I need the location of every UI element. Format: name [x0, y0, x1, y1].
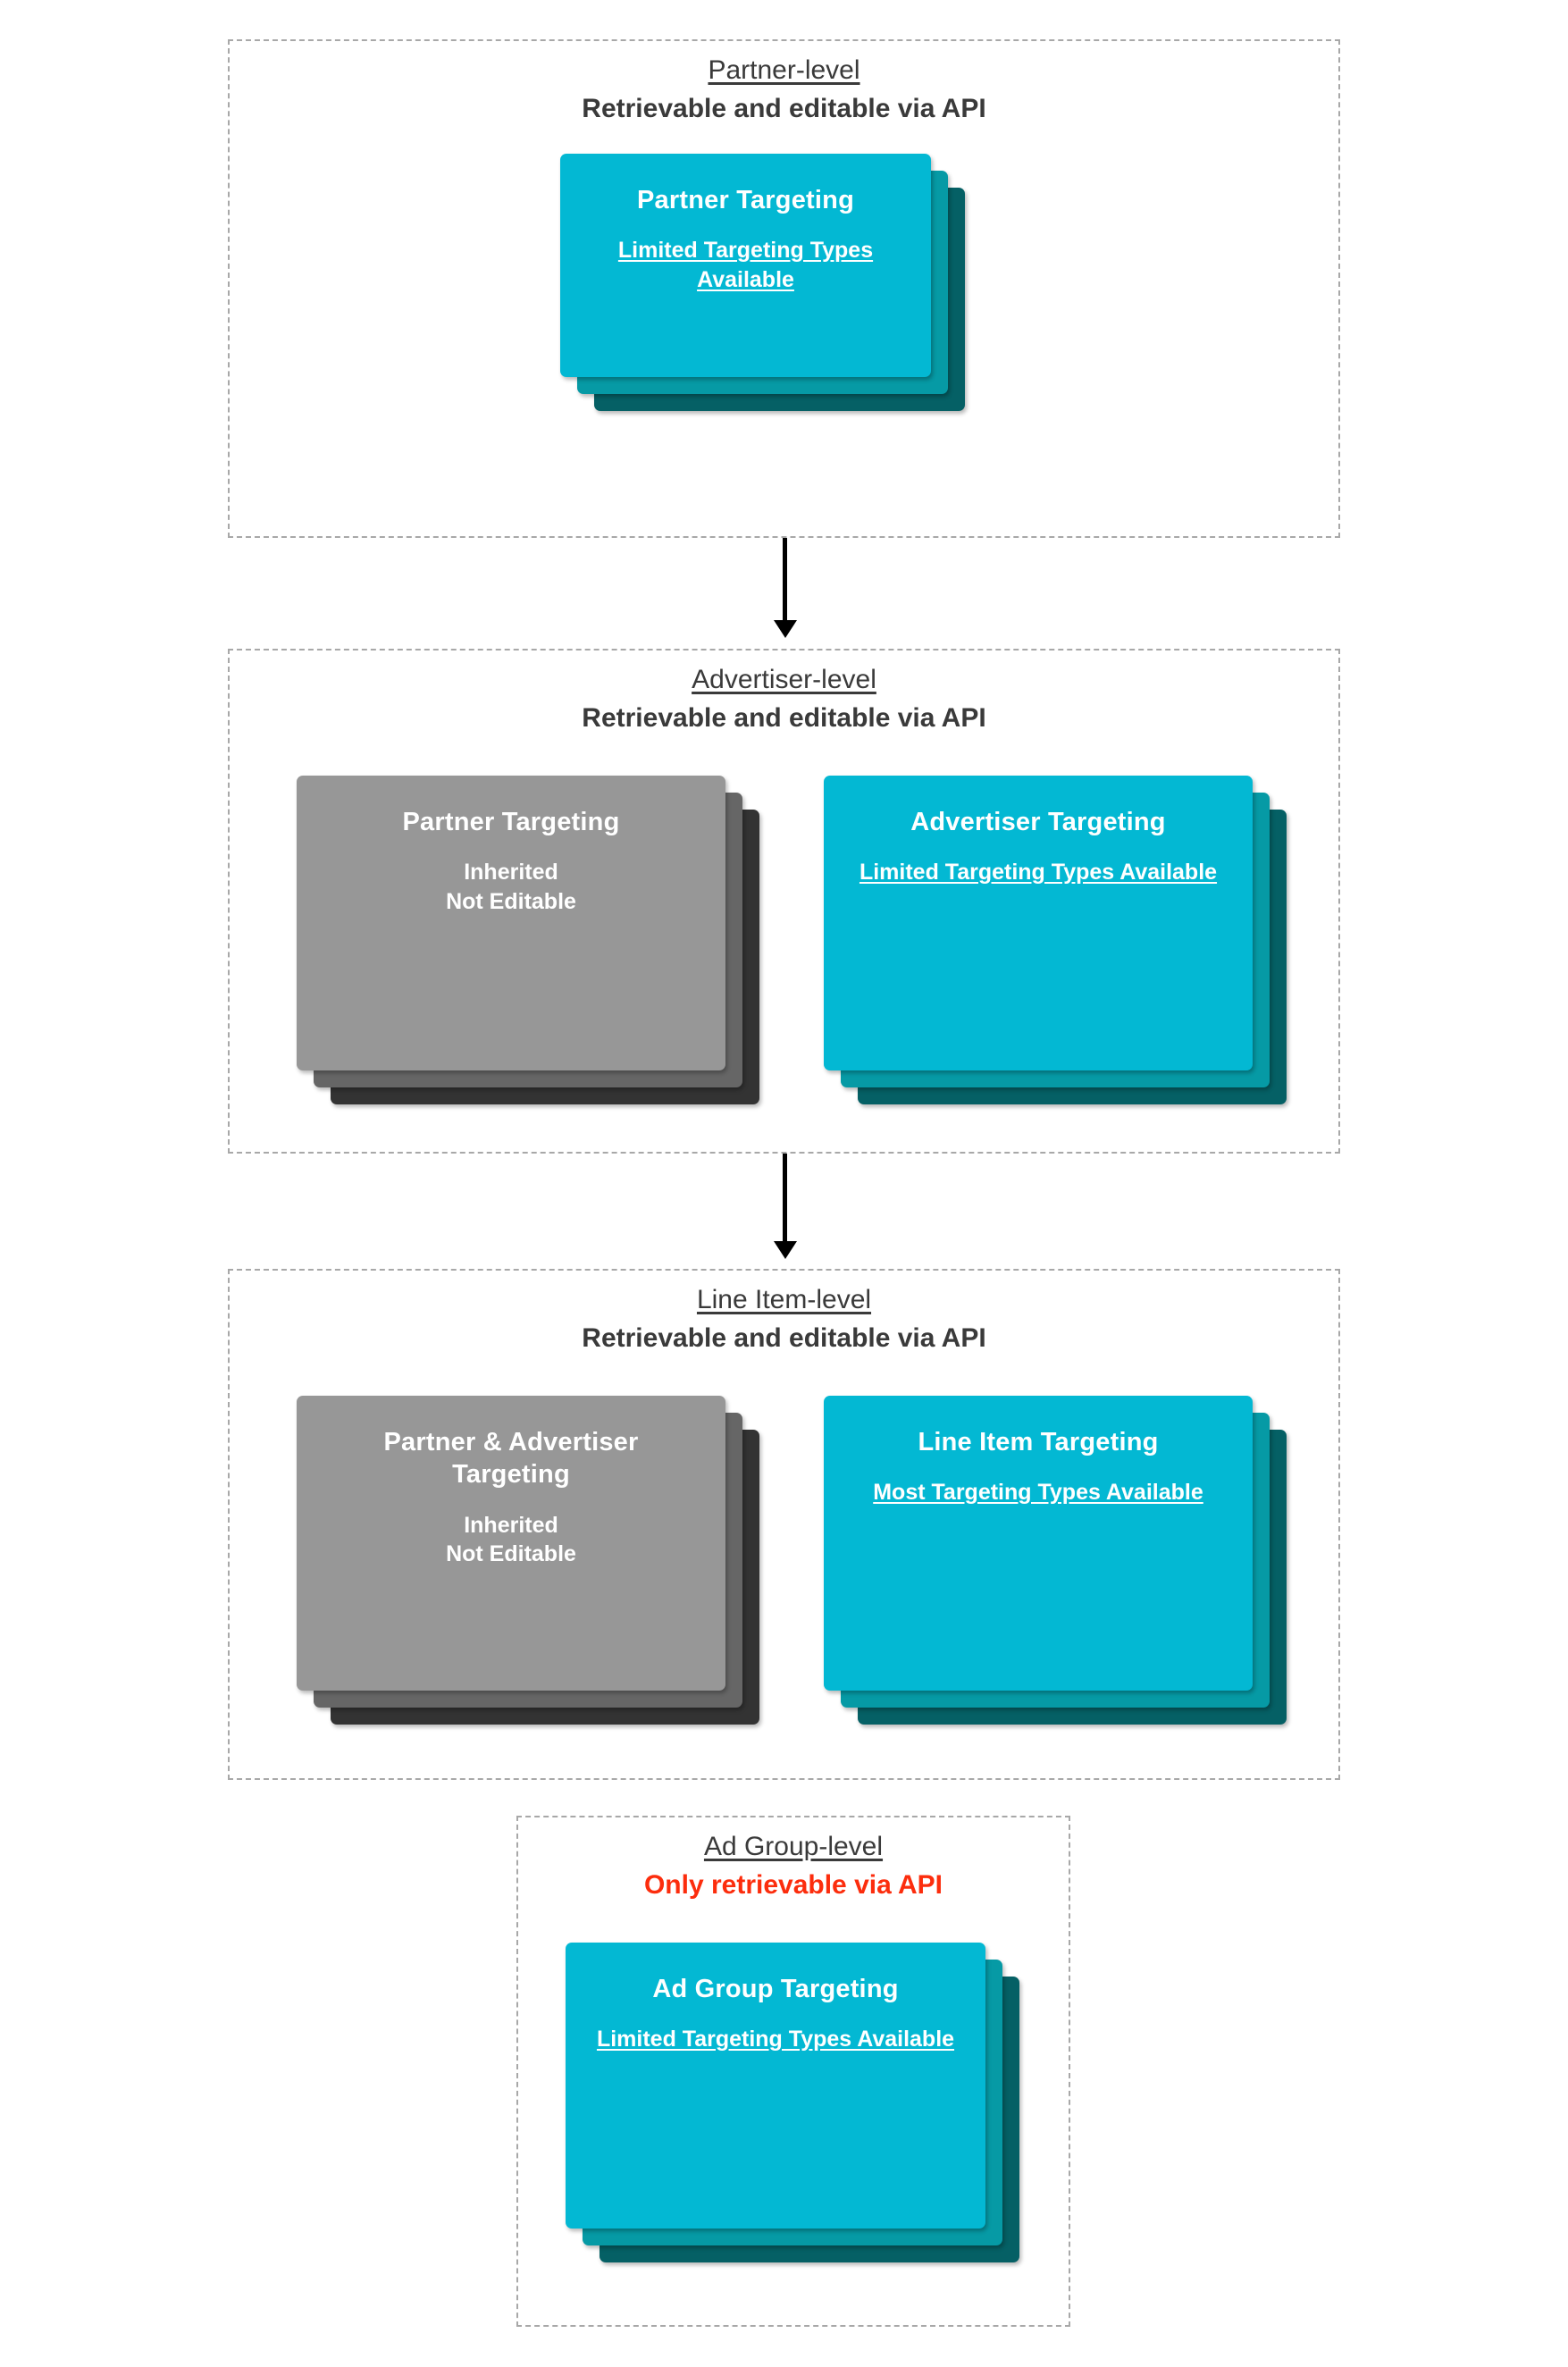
card-stack-partner-targeting[interactable]: Partner Targeting Limited Targeting Type… — [560, 154, 965, 411]
arrow-shaft — [783, 1154, 787, 1243]
level-header-partner: Partner-level Retrievable and editable v… — [230, 41, 1338, 126]
card-title: Partner Targeting — [402, 808, 620, 836]
card-stack-partner-advertiser-targeting-inherited[interactable]: Partner & Advertiser Targeting Inherited… — [297, 1396, 759, 1725]
card-layer-front[interactable]: Advertiser Targeting Limited Targeting T… — [824, 776, 1253, 1070]
card-subtitle: Inherited Not Editable — [446, 860, 576, 914]
card-stack-partner-targeting-inherited[interactable]: Partner Targeting Inherited Not Editable — [297, 776, 759, 1104]
level-subtitle-partner: Retrievable and editable via API — [582, 93, 986, 123]
level-subtitle-advertiser: Retrievable and editable via API — [582, 702, 986, 733]
card-stack-advertiser-targeting[interactable]: Advertiser Targeting Limited Targeting T… — [824, 776, 1287, 1104]
level-box-advertiser: Advertiser-level Retrievable and editabl… — [228, 649, 1340, 1154]
card-subtitle: Limited Targeting Types Available — [596, 2027, 955, 2052]
card-layer-front[interactable]: Partner Targeting Limited Targeting Type… — [560, 154, 931, 377]
level-title-partner: Partner-level — [708, 55, 860, 85]
card-layer-front[interactable]: Ad Group Targeting Limited Targeting Typ… — [566, 1943, 985, 2229]
level-title-advertiser: Advertiser-level — [692, 665, 876, 694]
card-stack-ad-group-targeting[interactable]: Ad Group Targeting Limited Targeting Typ… — [566, 1943, 1019, 2262]
arrow-partner-to-advertiser — [774, 538, 797, 638]
level-header-line-item: Line Item-level Retrievable and editable… — [230, 1271, 1338, 1356]
arrow-advertiser-to-line-item — [774, 1154, 797, 1259]
card-subtitle: Limited Targeting Types Available — [617, 238, 874, 292]
level-title-ad-group: Ad Group-level — [703, 1832, 884, 1861]
level-subtitle-ad-group: Only retrievable via API — [643, 1869, 943, 1900]
card-title: Partner & Advertiser Targeting — [383, 1428, 639, 1490]
card-title: Line Item Targeting — [918, 1428, 1159, 1456]
arrow-head — [774, 1241, 797, 1259]
arrow-shaft — [783, 538, 787, 622]
card-title: Advertiser Targeting — [910, 808, 1166, 836]
card-title: Partner Targeting — [637, 186, 854, 214]
card-subtitle: Limited Targeting Types Available — [859, 860, 1218, 886]
level-subtitle-line-item: Retrievable and editable via API — [582, 1322, 986, 1353]
card-stack-line-item-targeting[interactable]: Line Item Targeting Most Targeting Types… — [824, 1396, 1287, 1725]
card-layer-front[interactable]: Partner & Advertiser Targeting Inherited… — [297, 1396, 725, 1691]
level-header-ad-group: Ad Group-level Only retrievable via API — [518, 1817, 1069, 1902]
level-header-advertiser: Advertiser-level Retrievable and editabl… — [230, 651, 1338, 735]
card-title: Ad Group Targeting — [652, 1975, 899, 2003]
level-box-partner: Partner-level Retrievable and editable v… — [228, 39, 1340, 538]
arrow-head — [774, 620, 797, 638]
card-layer-front[interactable]: Line Item Targeting Most Targeting Types… — [824, 1396, 1253, 1691]
level-title-line-item: Line Item-level — [696, 1285, 872, 1314]
level-box-line-item: Line Item-level Retrievable and editable… — [228, 1269, 1340, 1780]
card-layer-front[interactable]: Partner Targeting Inherited Not Editable — [297, 776, 725, 1070]
card-subtitle: Most Targeting Types Available — [873, 1480, 1203, 1506]
card-subtitle: Inherited Not Editable — [446, 1512, 576, 1567]
level-box-ad-group: Ad Group-level Only retrievable via API … — [516, 1816, 1070, 2327]
